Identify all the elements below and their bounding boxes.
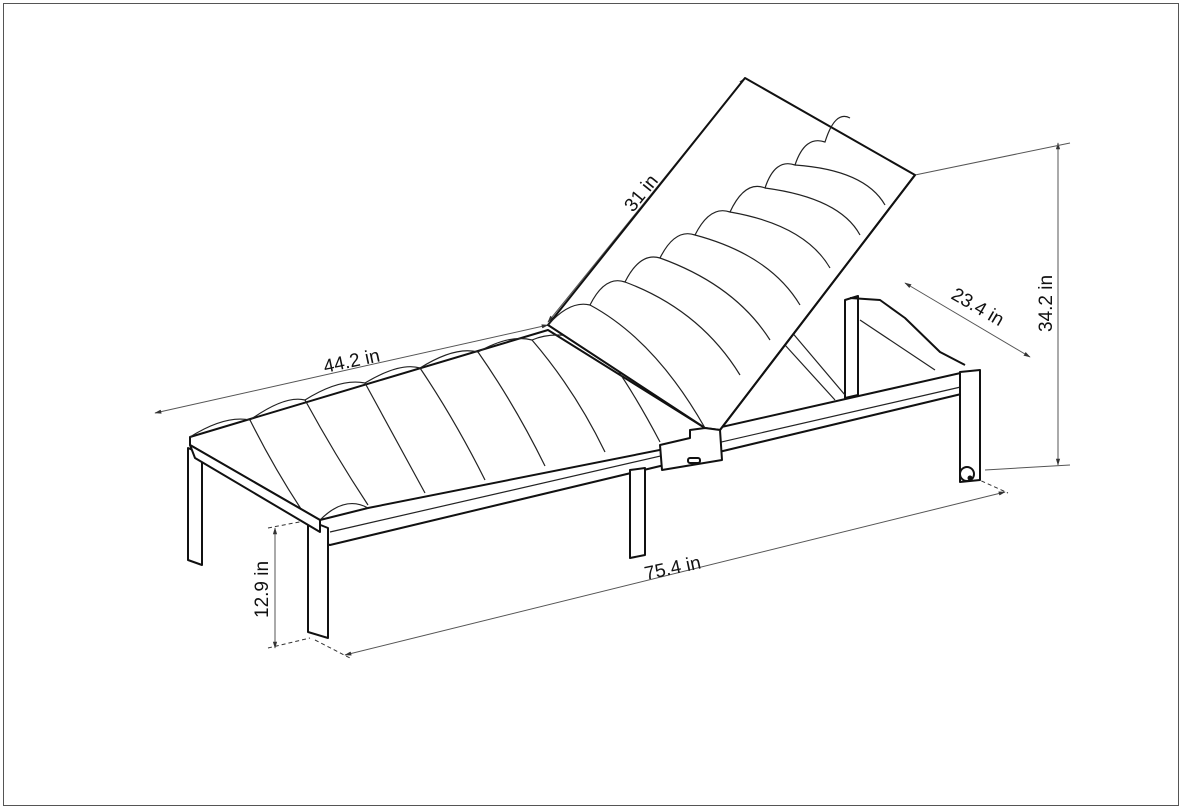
rail-notch [659,427,723,471]
far-frame [784,295,966,401]
dim-height: 34.2 in [1036,275,1057,332]
dim-width: 23.4 in [948,284,1008,331]
leg-middle [629,467,646,559]
legs [187,369,981,639]
dim-seat-length: 44.2 in [322,345,382,377]
leg-front-right [307,519,329,639]
dim-overall-length: 75.4 in [643,552,703,584]
backrest-cushion [547,77,916,431]
leg-front-left [187,447,203,566]
leg-back-right [959,369,981,483]
chaise-lounge [187,77,981,639]
dim-seat-height: 12.9 in [252,561,273,618]
foot-rail [189,444,321,533]
